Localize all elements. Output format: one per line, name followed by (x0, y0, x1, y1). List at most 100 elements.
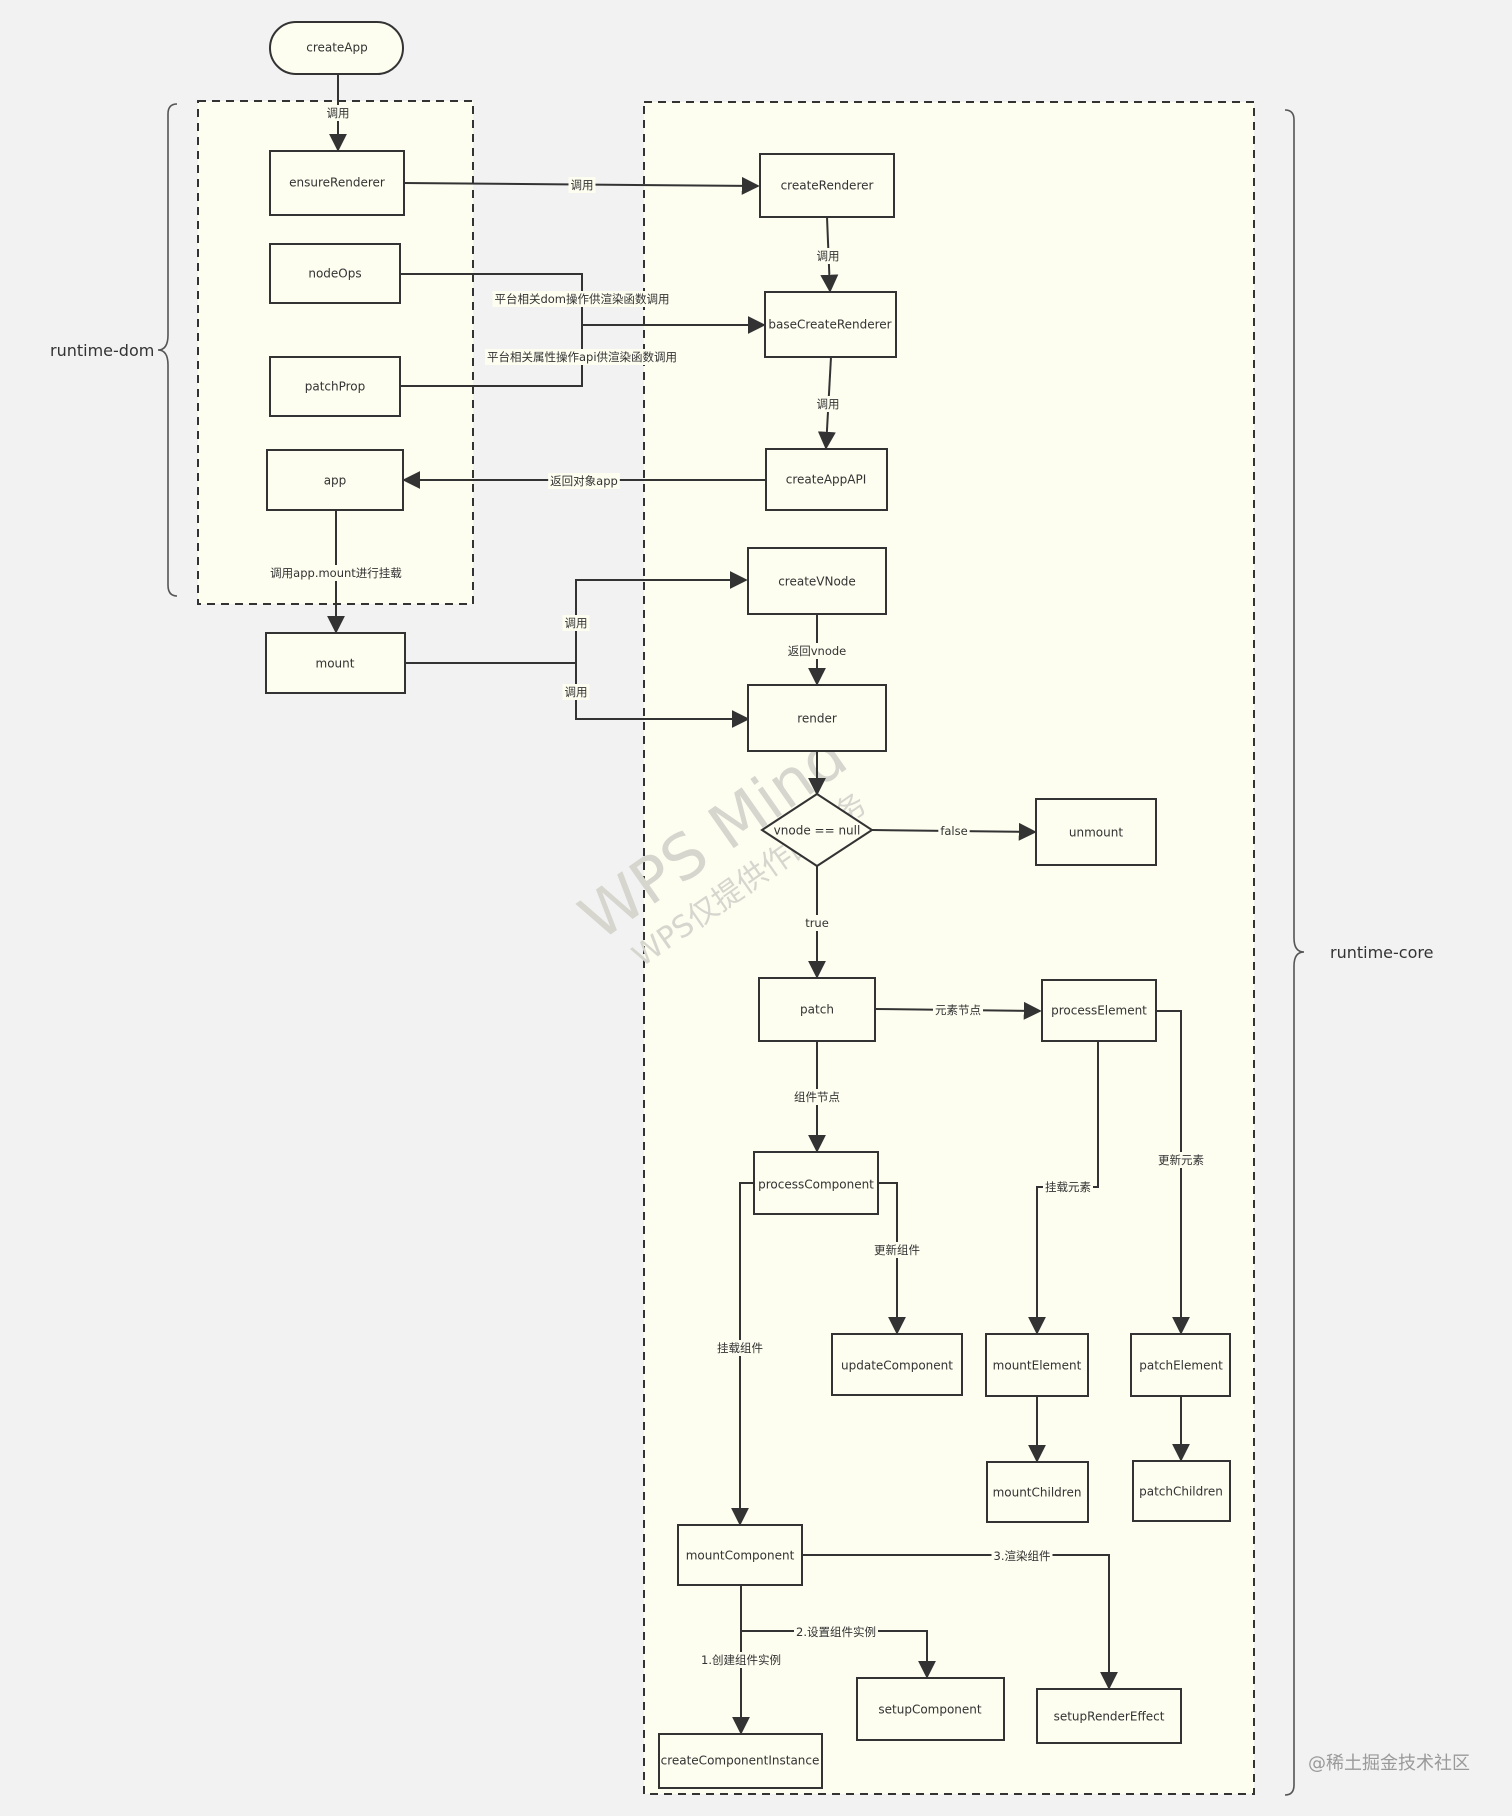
edge-label-background (324, 105, 352, 121)
node-processelement: processElement (1041, 979, 1157, 1042)
node-createappapi: createAppAPI (765, 448, 888, 511)
edge-label-patchprop-basecreaterenderer: 平台相关属性操作api供渲染函数调用 (487, 350, 677, 364)
node-ensurerenderer: ensureRenderer (269, 150, 405, 216)
edge-label-createappapi-app: 返回对象app (550, 474, 618, 488)
node-setupcomponent-label: setupComponent (878, 1703, 982, 1717)
edge-label-background (785, 643, 849, 659)
node-patchchildren-label: patchChildren (1139, 1485, 1223, 1499)
edge-processcomponent-updatecomponent (878, 1182, 906, 1335)
runtime-dom-brace (157, 103, 178, 597)
edge-label-processcomponent-mountcomponent: 挂载组件 (717, 1341, 763, 1355)
node-basecreaterenderer: baseCreateRenderer (764, 291, 897, 358)
edge-label-mountcomponent-setuprendereffect: 3.渲染组件 (994, 1549, 1051, 1563)
node-patchelement: patchElement (1130, 1333, 1231, 1397)
node-processcomponent: processComponent (753, 1151, 879, 1215)
edge-label-background (1156, 1152, 1206, 1168)
node-patchchildren: patchChildren (1132, 1460, 1231, 1522)
footer-credit: @稀土掘金技术社区 (1308, 1753, 1470, 1774)
edge-label-ensurerenderer-createrenderer: 调用 (571, 178, 594, 192)
node-createapp-label: createApp (306, 41, 368, 55)
node-mountelement: mountElement (985, 1333, 1089, 1397)
node-render-label: render (797, 712, 837, 726)
edge-label-mount-createvnode: 调用 (565, 616, 588, 630)
edge-label-background (562, 684, 590, 700)
node-mountchildren-label: mountChildren (993, 1486, 1082, 1500)
edge-label-nodeops-basecreaterenderer: 平台相关dom操作供渲染函数调用 (494, 292, 669, 306)
node-setupcomponent: setupComponent (856, 1677, 1005, 1741)
edge-label-background (794, 1624, 878, 1640)
node-createrenderer-label: createRenderer (781, 179, 874, 193)
runtime-dom-label: runtime-dom (50, 341, 154, 360)
node-app-label: app (324, 474, 347, 488)
edge-labels: 调用 调用 调用 平台相关dom操作供渲染函数调用 平台相关属性操作api供渲染… (268, 105, 1206, 1668)
edge-label-mountcomponent-createcomponentinstance: 1.创建组件实例 (701, 1653, 781, 1667)
edge-label-background (803, 915, 831, 931)
edge-label-createapp-ensurerenderer: 调用 (327, 106, 350, 120)
node-updatecomponent-label: updateComponent (841, 1359, 953, 1373)
node-createvnode-label: createVNode (778, 575, 856, 589)
edge-label-createrenderer-basecreaterenderer: 调用 (817, 249, 840, 263)
node-render: render (747, 684, 887, 752)
edge-label-background (792, 1089, 842, 1105)
edge-label-background (562, 615, 590, 631)
edge-label-background (715, 1340, 765, 1356)
edge-label-background (492, 291, 672, 307)
edge-label-background (814, 248, 842, 264)
edge-processcomponent-mountcomponent (731, 1182, 753, 1526)
node-patch-label: patch (800, 1003, 834, 1017)
node-processelement-label: processElement (1051, 1004, 1147, 1018)
node-mountcomponent-label: mountComponent (686, 1549, 795, 1563)
node-processcomponent-label: processComponent (758, 1178, 874, 1192)
node-mountelement-label: mountElement (993, 1359, 1082, 1373)
edge-label-background (699, 1652, 783, 1668)
node-setuprendereffect: setupRenderEffect (1036, 1688, 1182, 1744)
node-mount-label: mount (316, 657, 355, 671)
node-basecreaterenderer-label: baseCreateRenderer (768, 318, 891, 332)
edge-label-mountcomponent-setupcomponent: 2.设置组件实例 (796, 1625, 876, 1639)
edge-label-background (484, 349, 680, 365)
node-nodeops: nodeOps (269, 243, 401, 304)
edge-label-background (938, 823, 970, 839)
edge-label-background (933, 1002, 983, 1018)
node-createrenderer: createRenderer (759, 153, 895, 218)
edge-label-vnodenull-patch: true (805, 916, 829, 930)
edge-label-app-mount: 调用app.mount进行挂载 (270, 566, 402, 580)
edge-processelement-patchelement (1156, 1010, 1190, 1335)
node-patchprop: patchProp (269, 356, 401, 417)
edge-label-patch-processelement: 元素节点 (935, 1003, 981, 1017)
edge-label-createvnode-render: 返回vnode (788, 644, 847, 658)
runtime-core-label: runtime-core (1330, 943, 1433, 962)
node-createapp: createApp (269, 21, 404, 75)
node-createvnode: createVNode (747, 547, 887, 615)
node-createcomponentinstance-label: createComponentInstance (661, 1754, 820, 1768)
node-nodeops-label: nodeOps (308, 267, 361, 281)
node-vnode-null-label: vnode == null (774, 824, 861, 838)
node-createcomponentinstance: createComponentInstance (658, 1733, 823, 1789)
edge-label-mount-render: 调用 (565, 685, 588, 699)
node-unmount-label: unmount (1069, 826, 1123, 840)
edge-label-processcomponent-updatecomponent: 更新组件 (874, 1243, 920, 1257)
edge-mountcomponent-setuprendereffect (802, 1554, 1118, 1690)
node-app: app (266, 449, 404, 511)
edge-mount-render (575, 663, 750, 728)
node-setuprendereffect-label: setupRenderEffect (1054, 1710, 1165, 1724)
edge-label-processelement-patchelement: 更新元素 (1158, 1153, 1204, 1167)
edge-label-background (548, 473, 620, 489)
node-mountcomponent: mountComponent (677, 1524, 803, 1586)
node-createappapi-label: createAppAPI (786, 473, 867, 487)
edge-label-background (1043, 1179, 1093, 1195)
edge-label-background (872, 1242, 922, 1258)
edge-label-background (268, 565, 405, 581)
node-patchelement-label: patchElement (1139, 1359, 1223, 1373)
edge-label-background (991, 1548, 1053, 1564)
runtime-core-brace (1284, 109, 1305, 1796)
node-mountchildren: mountChildren (986, 1461, 1089, 1523)
edge-label-basecreaterenderer-createappapi: 调用 (817, 397, 840, 411)
node-unmount: unmount (1035, 798, 1157, 866)
node-patch: patch (758, 977, 876, 1042)
edge-label-patch-processcomponent: 组件节点 (794, 1090, 840, 1104)
node-patchprop-label: patchProp (305, 380, 366, 394)
edge-label-background (568, 177, 596, 193)
